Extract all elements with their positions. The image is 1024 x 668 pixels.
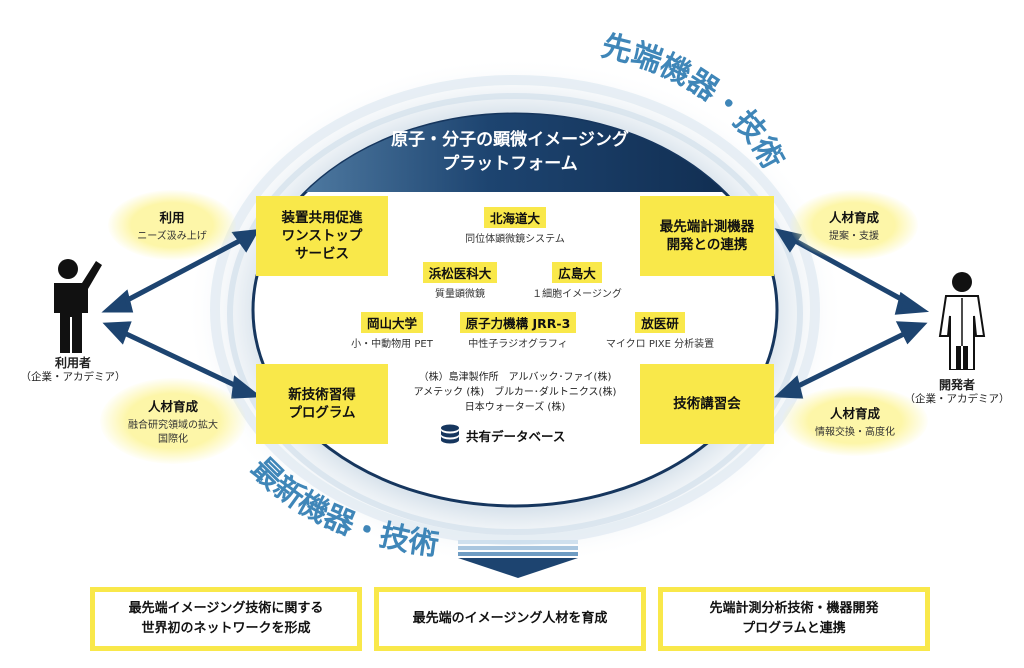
- seminar-box: 技術講習会: [640, 364, 774, 444]
- database-label: 共有データベース: [466, 428, 566, 444]
- shared-database: 共有データベース: [440, 424, 565, 446]
- one-stop-service-box: 装置共用促進 ワンストップ サービス: [256, 196, 388, 276]
- users-label: 利用者 （企業・アカデミア）: [8, 356, 138, 384]
- users-sub: （企業・アカデミア）: [20, 371, 126, 383]
- institution-name: 浜松医科大: [422, 262, 498, 283]
- outcome-collab: 先端計測分析技術・機器開発 プログラムと連携: [658, 587, 930, 651]
- instrument-development-box: 最先端計測機器 開発との連携: [640, 196, 774, 276]
- institution-jaea: 原子力機構 JRR-3 中性子ラジオグラフィ: [448, 312, 588, 350]
- developers-sub: （企業・アカデミア）: [904, 393, 1010, 405]
- institution-name: 北海道大: [483, 207, 546, 228]
- institution-desc: 小・中動物用 PET: [351, 339, 433, 350]
- institution-desc: マイクロ PIXE 分析装置: [605, 339, 715, 350]
- institution-name: 広島大: [552, 262, 602, 283]
- hr-right-top-bubble: 人材育成 提案・支援: [790, 190, 918, 260]
- institution-desc: 同位体顕微鏡システム: [465, 234, 565, 245]
- institution-nirs: 放医研 マイクロ PIXE 分析装置: [590, 312, 730, 350]
- bubble-title: 利用: [159, 209, 185, 225]
- institution-desc: １細胞イメージング: [532, 289, 622, 300]
- bubble-title: 人材育成: [147, 398, 198, 414]
- training-program-box: 新技術習得 プログラム: [256, 364, 388, 444]
- institution-okayama: 岡山大学 小・中動物用 PET: [332, 312, 452, 350]
- companies-list: （株）島津製作所 アルバック･ファイ(株) アメテック (株) ブルカー･ダルト…: [413, 372, 617, 413]
- database-icon: [441, 424, 459, 444]
- institution-hiroshima: 広島大 １細胞イメージング: [512, 262, 642, 300]
- user-arrows: [101, 229, 262, 399]
- bubble-sub: 提案・支援: [829, 230, 879, 242]
- institution-desc: 中性子ラジオグラフィ: [468, 339, 568, 350]
- users-title: 利用者: [54, 356, 91, 370]
- bubble-sub: 融合研究領域の拡大 国際化: [128, 419, 218, 445]
- hr-right-bottom-bubble: 人材育成 情報交換・高度化: [782, 386, 928, 456]
- institution-desc: 質量顕微鏡: [435, 289, 485, 300]
- institution-hamamatsu: 浜松医科大 質量顕微鏡: [400, 262, 520, 300]
- institution-hokkaido: 北海道大 同位体顕微鏡システム: [440, 207, 590, 245]
- institution-name: 原子力機構 JRR-3: [459, 312, 577, 333]
- use-bubble: 利用 ニーズ汲み上げ: [108, 190, 236, 260]
- developers-title: 開発者: [938, 378, 975, 392]
- scientist-icon: [938, 272, 986, 370]
- bubble-sub: ニーズ汲み上げ: [137, 230, 207, 242]
- down-arrow-icon: [458, 540, 578, 578]
- bubble-sub: 情報交換・高度化: [815, 426, 895, 438]
- hr-left-bubble: 人材育成 融合研究領域の拡大 国際化: [100, 378, 246, 464]
- outcome-network: 最先端イメージング技術に関する 世界初のネットワークを形成: [90, 587, 362, 651]
- platform-title: 原子・分子の顕微イメージング プラットフォーム: [391, 130, 629, 174]
- developers-label: 開発者 （企業・アカデミア）: [890, 378, 1024, 406]
- institution-name: 岡山大学: [360, 312, 423, 333]
- user-raising-hand-icon: [54, 259, 102, 353]
- bubble-title: 人材育成: [828, 209, 879, 225]
- outcome-hr: 最先端のイメージング人材を育成: [374, 587, 646, 651]
- bubble-title: 人材育成: [829, 405, 880, 421]
- institution-name: 放医研: [635, 312, 685, 333]
